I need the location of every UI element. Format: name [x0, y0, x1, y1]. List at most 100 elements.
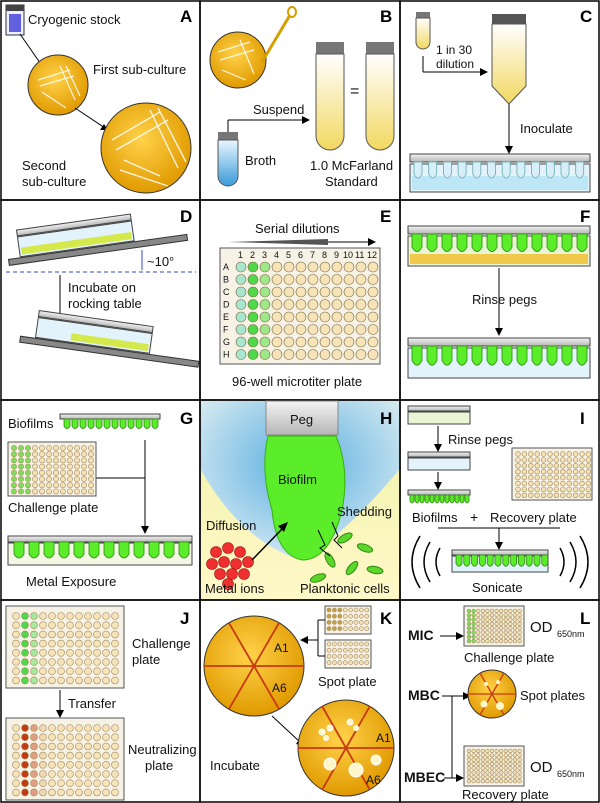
peg	[127, 418, 135, 429]
well	[39, 751, 47, 760]
biofilm-peg-row	[455, 554, 549, 567]
well	[30, 648, 38, 657]
well	[74, 463, 80, 470]
peg	[510, 554, 517, 567]
metal-ion	[218, 556, 230, 568]
well	[471, 630, 476, 635]
row-label: A	[223, 262, 229, 272]
well	[46, 476, 52, 482]
column-label: 3	[262, 250, 267, 260]
well	[81, 488, 87, 495]
well	[517, 638, 522, 644]
row-label: G	[223, 337, 230, 347]
well	[84, 733, 92, 742]
well	[332, 660, 337, 665]
label-spot-plates: Spot plates	[520, 688, 586, 703]
well	[30, 630, 38, 639]
peg	[151, 418, 159, 429]
well	[471, 766, 476, 771]
well	[517, 617, 522, 622]
well	[560, 457, 566, 463]
well	[572, 480, 579, 487]
well	[499, 634, 504, 639]
well	[560, 451, 566, 457]
well	[67, 457, 73, 464]
well	[503, 634, 508, 639]
well	[466, 753, 472, 758]
well	[326, 620, 332, 625]
well	[489, 617, 495, 622]
peg	[463, 554, 471, 567]
well	[67, 445, 73, 451]
metal-ion	[238, 568, 250, 580]
well	[476, 778, 481, 784]
peg-icon	[265, 400, 339, 436]
well	[32, 476, 38, 482]
peg	[443, 161, 452, 179]
well	[503, 757, 508, 762]
well	[53, 476, 59, 482]
well	[32, 445, 38, 451]
well	[503, 638, 508, 644]
well	[503, 617, 508, 622]
label-planktonic-cells: Planktonic cells	[300, 581, 390, 596]
well	[476, 753, 481, 758]
well	[359, 647, 364, 653]
panel-letter: B	[380, 7, 392, 26]
well	[12, 676, 20, 685]
well	[84, 770, 92, 778]
well	[326, 647, 332, 653]
well	[572, 463, 579, 469]
well	[12, 779, 20, 788]
well	[283, 336, 295, 348]
well	[271, 349, 283, 360]
well	[560, 486, 566, 493]
label-sonicate: Sonicate	[472, 580, 523, 595]
well	[88, 445, 94, 451]
well	[466, 634, 472, 639]
well	[18, 488, 24, 495]
well	[494, 617, 499, 622]
well	[348, 626, 353, 631]
column-label: 6	[298, 250, 303, 260]
well	[476, 626, 481, 631]
well	[348, 647, 353, 653]
well	[355, 261, 367, 273]
well	[39, 463, 45, 470]
well	[485, 621, 490, 627]
panel-letter: I	[580, 409, 585, 428]
well	[547, 480, 553, 487]
well	[25, 469, 31, 476]
row-label: E	[223, 312, 229, 322]
well	[307, 311, 319, 323]
well	[517, 766, 522, 771]
well	[84, 788, 92, 797]
biofilm-peg-row	[13, 541, 190, 559]
well	[21, 667, 29, 676]
well	[60, 445, 66, 451]
well	[515, 492, 521, 498]
well	[480, 748, 485, 754]
well	[499, 613, 504, 618]
well	[331, 261, 343, 273]
label-dilution: dilution	[436, 57, 474, 71]
well	[476, 621, 481, 627]
peg	[454, 494, 460, 504]
well	[66, 742, 74, 751]
well	[337, 654, 343, 659]
well	[489, 766, 495, 771]
panel-letter: L	[580, 609, 590, 628]
well	[553, 457, 560, 463]
well	[485, 778, 490, 784]
well	[39, 630, 47, 639]
well	[367, 261, 379, 273]
well	[494, 770, 499, 775]
well	[471, 770, 476, 775]
well	[579, 480, 585, 487]
label-metal-ions: Metal ions	[205, 581, 265, 596]
well	[259, 261, 271, 273]
well	[48, 667, 56, 676]
well	[553, 469, 560, 475]
well	[271, 286, 283, 298]
